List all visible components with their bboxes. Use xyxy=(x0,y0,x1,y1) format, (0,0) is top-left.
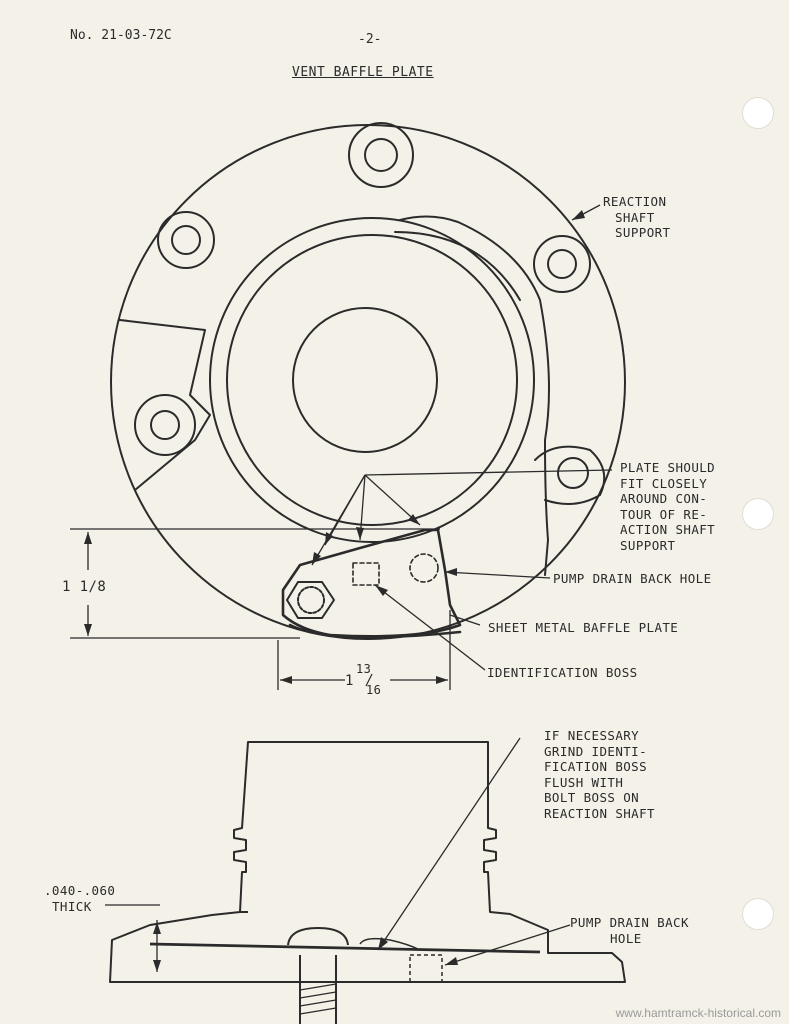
label-plate-should-fit: PLATE SHOULD FIT CLOSELY AROUND CON- TOU… xyxy=(620,460,715,553)
punch-hole-bottom xyxy=(742,898,774,930)
bolt-threads xyxy=(299,983,337,1015)
label-line: BOLT BOSS ON xyxy=(544,790,640,805)
label-line: FICATION BOSS xyxy=(544,759,648,774)
label-if-necessary: IF NECESSARY GRIND IDENTI- FICATION BOSS… xyxy=(544,728,655,821)
arrowhead xyxy=(325,532,333,545)
reaction-shaft-cross-section xyxy=(109,741,626,983)
diagram-title: VENT BAFFLE PLATE xyxy=(292,65,434,80)
label-line: PLATE SHOULD xyxy=(620,460,716,475)
dimension-horizontal-denominator: 16 xyxy=(366,683,382,697)
arrowhead xyxy=(153,922,161,934)
leader-plate-fit-c xyxy=(324,474,366,546)
pump-drain-back-hole-symbol xyxy=(409,553,439,583)
bolt-washer xyxy=(297,586,325,614)
label-line: PUMP DRAIN BACK xyxy=(570,915,689,930)
label-line: .040-.060 xyxy=(44,883,116,898)
bolt-hole-right xyxy=(547,249,577,279)
bolt-boss-right xyxy=(533,235,591,293)
arrowhead xyxy=(445,568,457,576)
source-watermark: www.hamtramck-historical.com xyxy=(615,1006,781,1020)
label-line: SUPPORT xyxy=(615,225,671,240)
arrowhead xyxy=(84,532,92,544)
outer-ring xyxy=(209,217,535,543)
arrowhead xyxy=(408,514,420,525)
arrowhead xyxy=(378,937,388,950)
bolt-hole-top xyxy=(364,138,398,172)
arrowhead xyxy=(153,960,161,972)
label-line: IF NECESSARY xyxy=(544,728,640,743)
label-line: FLUSH WITH xyxy=(544,774,624,790)
label-line: REACTION xyxy=(603,194,667,209)
arrowhead xyxy=(375,585,388,596)
label-line: SUPPORT xyxy=(620,537,676,553)
leader-plate-fit xyxy=(364,469,613,476)
label-line: SHAFT xyxy=(615,209,655,225)
hub-contour xyxy=(399,215,550,576)
label-line: TOUR OF RE- xyxy=(620,506,708,522)
leader-grind-boss xyxy=(377,737,521,951)
drain-hole-section xyxy=(409,954,443,983)
leader-sheet-metal xyxy=(449,614,481,626)
label-line: FIT CLOSELY xyxy=(620,475,708,491)
dimension-vertical: 1 1/8 xyxy=(62,579,107,595)
label-line: GRIND IDENTI- xyxy=(544,743,648,759)
baffle-plate-edge xyxy=(288,623,462,639)
arrowhead xyxy=(312,552,321,565)
leader-pump-drain-2 xyxy=(444,924,571,966)
label-identification-boss: IDENTIFICATION BOSS xyxy=(487,665,638,680)
label-line: AROUND CON- xyxy=(620,491,708,506)
bolt-boss-top xyxy=(348,122,414,188)
arrowhead xyxy=(436,676,448,684)
sheet-metal-baffle-plate xyxy=(281,528,462,638)
label-pump-drain-back-hole: PUMP DRAIN BACK HOLE xyxy=(553,571,712,586)
center-bore xyxy=(292,307,438,453)
bolt-hole-right-lower xyxy=(557,457,589,489)
reaction-shaft-support-outline xyxy=(110,124,626,640)
bolt-boss-left-lower xyxy=(134,394,196,456)
bolt-boss-right-lower xyxy=(534,445,606,505)
label-line: REACTION SHAFT xyxy=(544,805,655,821)
hub-inner-contour xyxy=(394,231,521,301)
leader-pump-drain xyxy=(444,571,551,579)
label-pump-drain-back-hole-2: PUMP DRAIN BACK HOLE xyxy=(570,915,689,946)
hex-bolt xyxy=(286,581,335,619)
label-line: ACTION SHAFT xyxy=(620,522,716,537)
punch-hole-middle xyxy=(742,498,774,530)
middle-ring xyxy=(226,234,518,526)
baffle-plate-section xyxy=(149,942,541,954)
left-rib xyxy=(119,319,211,491)
label-reaction-shaft-support: REACTION SHAFT SUPPORT xyxy=(603,194,670,241)
bolt-hole-left xyxy=(171,225,201,255)
bolt-boss-left xyxy=(157,211,215,269)
arrowhead xyxy=(572,210,585,220)
arrowhead xyxy=(356,527,364,540)
label-line: HOLE xyxy=(610,930,642,946)
boss-section xyxy=(359,937,421,951)
label-thickness: .040-.060 THICK xyxy=(44,883,115,914)
leader-identification-boss xyxy=(374,584,486,671)
dimension-horizontal-whole: 1 xyxy=(345,673,354,689)
bolt-head-section xyxy=(287,927,349,946)
arrowhead xyxy=(280,676,292,684)
identification-boss xyxy=(352,562,380,586)
bolt-hole-left-lower xyxy=(150,410,180,440)
bulletin-number: No. 21-03-72C xyxy=(70,28,172,43)
arrowhead xyxy=(445,957,458,965)
label-sheet-metal-baffle-plate: SHEET METAL BAFFLE PLATE xyxy=(488,620,679,635)
punch-hole-top xyxy=(742,97,774,129)
page-number: -2- xyxy=(358,32,382,47)
label-line: THICK xyxy=(52,898,92,914)
dimension-horizontal-numerator: 13 xyxy=(356,662,372,676)
arrowhead xyxy=(84,624,92,636)
